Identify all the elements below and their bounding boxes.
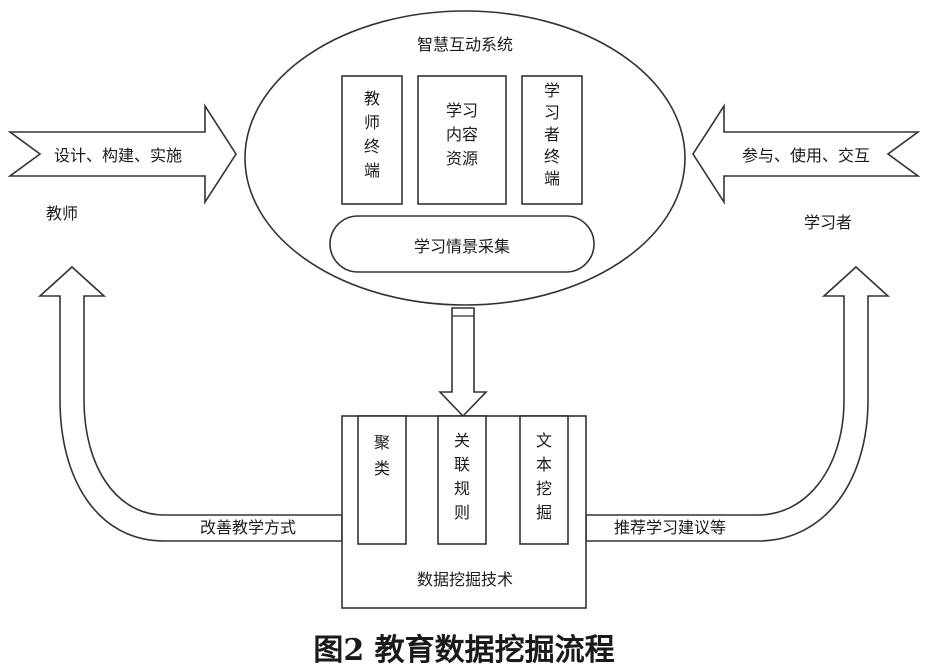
data-mining-title: 数据挖掘技术 xyxy=(417,570,513,589)
learning-content-label: 学习内容资源 xyxy=(446,101,478,168)
clustering-box xyxy=(357,415,407,545)
teacher-terminal-box xyxy=(341,75,403,205)
teacher-label: 教师 xyxy=(46,204,78,223)
teacher-terminal-label: 教师终端 xyxy=(364,89,380,180)
learner-label: 学习者 xyxy=(804,213,852,232)
learner-terminal-box xyxy=(521,75,583,205)
teacher-action-label: 设计、构建、实施 xyxy=(54,146,182,165)
learner-feedback-label: 推荐学习建议等 xyxy=(614,518,726,537)
collection-label: 学习情景采集 xyxy=(414,237,510,256)
text-mining-box xyxy=(519,415,569,545)
association-rules-label: 关联规则 xyxy=(454,431,470,522)
down-arrow xyxy=(438,307,488,418)
method-labels: 聚类 关联规则 文本挖掘 xyxy=(374,431,552,522)
teacher-feedback-arrow xyxy=(37,265,343,542)
learning-content-box xyxy=(417,75,507,205)
module-labels: 教师终端 学习内容资源 学习者终端 xyxy=(364,81,560,188)
learner-input-arrow xyxy=(692,103,921,205)
teacher-input-arrow xyxy=(7,103,237,205)
learner-action-label: 参与、使用、交互 xyxy=(742,146,870,165)
learner-terminal-label: 学习者终端 xyxy=(544,81,560,188)
figure-caption: 图2 教育数据挖掘流程 xyxy=(313,633,614,668)
association-rules-box xyxy=(437,415,487,545)
clustering-label: 聚类 xyxy=(374,433,390,478)
system-title: 智慧互动系统 xyxy=(417,35,513,54)
text-mining-label: 文本挖掘 xyxy=(536,431,552,522)
learning-context-collection-bar xyxy=(329,215,595,273)
learner-feedback-arrow xyxy=(585,265,891,542)
teacher-feedback-label: 改善教学方式 xyxy=(200,518,296,537)
